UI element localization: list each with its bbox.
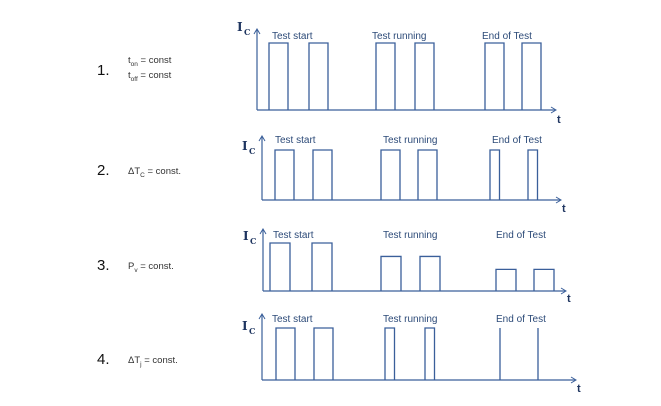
x-axis-arrow bbox=[570, 376, 577, 384]
phase-label: End of Test bbox=[482, 31, 532, 42]
phase-label: Test start bbox=[275, 135, 316, 146]
phase-label: Test running bbox=[372, 31, 426, 42]
condition-line: ton = const bbox=[128, 55, 172, 68]
condition-label-2: 2. ΔTC = const. bbox=[0, 162, 230, 202]
y-axis-label-sub: C bbox=[249, 326, 255, 336]
phase-label: Test start bbox=[273, 230, 314, 241]
x-axis-label: t bbox=[577, 383, 581, 395]
current-pulse bbox=[533, 268, 555, 291]
x-axis-label: t bbox=[557, 114, 561, 126]
y-axis-label-sub: C bbox=[250, 236, 256, 246]
y-axis-arrow bbox=[253, 28, 261, 35]
current-pulse bbox=[269, 242, 291, 291]
row-number: 3. bbox=[97, 257, 110, 274]
current-pulse bbox=[489, 149, 501, 200]
current-pulse bbox=[527, 149, 539, 200]
condition-line: ΔTC = const. bbox=[128, 166, 182, 179]
condition-text: ΔTC = const. bbox=[128, 166, 181, 181]
condition-text: ΔTj = const. bbox=[128, 355, 178, 370]
y-axis-arrow bbox=[259, 228, 267, 235]
condition-text: Pv = const. bbox=[128, 261, 174, 276]
y-axis-label: I bbox=[242, 319, 248, 333]
y-axis-label-sub: C bbox=[249, 146, 255, 156]
phase-label: Test running bbox=[383, 314, 437, 325]
phase-label: End of Test bbox=[492, 135, 542, 146]
phase-label: Test running bbox=[383, 135, 437, 146]
y-axis-label-sub: C bbox=[244, 27, 250, 37]
current-pulse bbox=[424, 327, 436, 380]
row-number: 2. bbox=[97, 162, 110, 179]
current-pulse bbox=[380, 255, 402, 291]
x-axis-label: t bbox=[567, 293, 571, 305]
y-axis-arrow bbox=[258, 313, 266, 320]
current-pulse bbox=[484, 42, 505, 110]
phase-label: Test start bbox=[272, 31, 313, 42]
current-pulse bbox=[380, 149, 401, 200]
condition-line: ΔTj = const. bbox=[128, 355, 178, 368]
current-pulse bbox=[414, 42, 435, 110]
condition-label-4: 4. ΔTj = const. bbox=[0, 351, 230, 391]
row-number: 1. bbox=[97, 62, 110, 79]
current-pulse bbox=[375, 42, 396, 110]
phase-label: Test start bbox=[272, 314, 313, 325]
current-pulse bbox=[313, 327, 334, 380]
y-axis-label: I bbox=[243, 229, 249, 243]
current-pulse bbox=[274, 149, 295, 200]
y-axis-label: I bbox=[242, 139, 248, 153]
current-pulse bbox=[384, 327, 396, 380]
condition-line: Pv = const. bbox=[128, 261, 174, 274]
phase-label: Test running bbox=[383, 230, 437, 241]
x-axis-label: t bbox=[562, 203, 566, 215]
phase-label: End of Test bbox=[496, 230, 546, 241]
phase-label: End of Test bbox=[496, 314, 546, 325]
x-axis-arrow bbox=[560, 287, 567, 295]
condition-text: ton = const toff = const bbox=[128, 55, 171, 85]
current-pulse bbox=[312, 149, 333, 200]
current-pulse bbox=[308, 42, 329, 110]
current-pulse bbox=[268, 42, 289, 110]
condition-label-3: 3. Pv = const. bbox=[0, 257, 230, 297]
x-axis-arrow bbox=[555, 196, 562, 204]
y-axis-arrow bbox=[258, 135, 266, 142]
x-axis-arrow bbox=[550, 106, 557, 114]
condition-label-1: 1. ton = const toff = const bbox=[0, 55, 230, 95]
current-pulse bbox=[417, 149, 438, 200]
current-pulse bbox=[311, 242, 333, 291]
current-pulse bbox=[495, 268, 517, 291]
current-pulse bbox=[521, 42, 542, 110]
current-pulse bbox=[275, 327, 296, 380]
y-axis-label: I bbox=[237, 20, 243, 34]
row-number: 4. bbox=[97, 351, 110, 368]
current-pulse bbox=[419, 255, 441, 291]
condition-line: toff = const bbox=[128, 69, 172, 83]
